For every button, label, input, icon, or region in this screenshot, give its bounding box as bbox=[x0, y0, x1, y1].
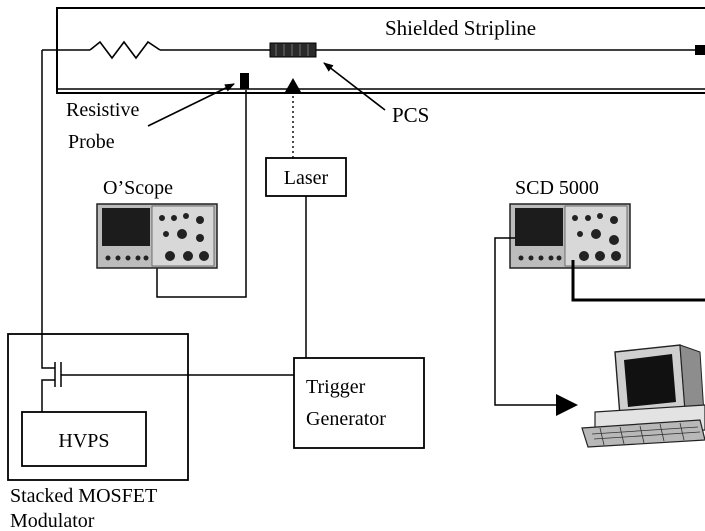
trigger-generator-box bbox=[293, 357, 425, 449]
hvps-label: HVPS bbox=[58, 430, 109, 452]
probe-label-line1: Resistive bbox=[66, 99, 139, 121]
digitizer-icon bbox=[509, 203, 631, 269]
stripline-title: Shielded Stripline bbox=[385, 16, 536, 40]
shielded-stripline: Shielded Stripline bbox=[42, 7, 705, 94]
laser-label: Laser bbox=[284, 167, 329, 189]
probe-label-line2: Probe bbox=[68, 131, 115, 153]
resistor-icon bbox=[89, 40, 161, 60]
trigger-label-line1: Trigger bbox=[306, 376, 366, 398]
modulator-label-line1: Stacked MOSFET bbox=[10, 485, 157, 507]
laser-beam-arrow-icon bbox=[285, 78, 301, 92]
pcs-label: PCS bbox=[392, 103, 429, 127]
hvps-box bbox=[21, 411, 147, 467]
computer-input-arrow-icon bbox=[556, 394, 578, 416]
resistive-probe-icon bbox=[240, 73, 249, 89]
modulator-box bbox=[7, 333, 189, 481]
pcs-switch-icon bbox=[269, 42, 317, 58]
computer-workstation-icon bbox=[581, 344, 705, 448]
mosfet-switch-icon bbox=[41, 362, 62, 412]
oscilloscope-icon bbox=[96, 203, 218, 269]
trigger-label-line2: Generator bbox=[306, 408, 386, 430]
scd-label: SCD 5000 bbox=[515, 177, 599, 199]
resistive-probe-label: Resistive Probe bbox=[66, 99, 139, 153]
oscilloscope-label: O’Scope bbox=[103, 177, 173, 199]
modulator-label-line2: Modulator bbox=[10, 510, 95, 531]
